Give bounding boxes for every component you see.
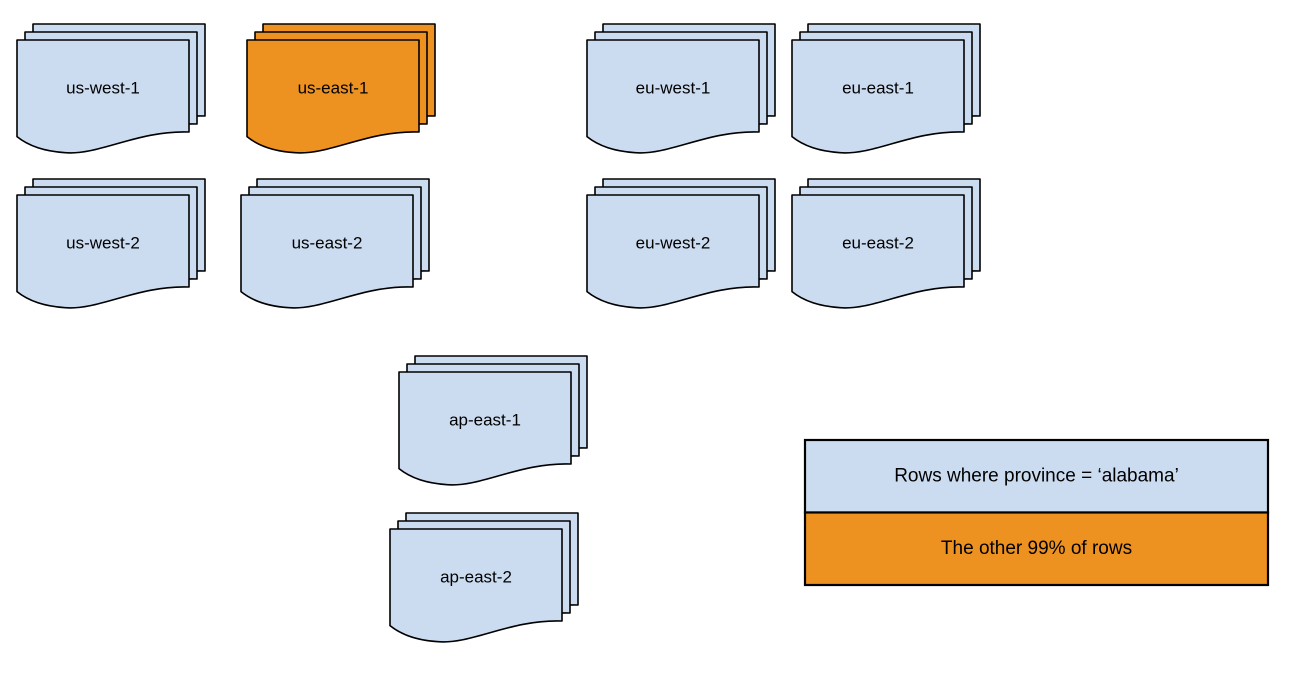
stack-sheet-front — [586, 39, 760, 154]
stack-label-us-west-1: us-west-1 — [66, 78, 140, 97]
stack-label-eu-east-1: eu-east-1 — [842, 78, 914, 97]
stack-sheet-front — [240, 194, 414, 309]
stack-sheet-front — [398, 371, 572, 486]
stack-sheet-front — [16, 194, 190, 309]
stack-sheet-front — [16, 39, 190, 154]
document-stack-us-east-2[interactable]: us-east-2 — [240, 178, 430, 309]
document-stack-us-west-2[interactable]: us-west-2 — [16, 178, 206, 309]
legend-row-orange-label: The other 99% of rows — [941, 538, 1132, 559]
legend-row-blue-label: Rows where province = ‘alabama’ — [894, 465, 1179, 486]
document-stack-ap-east-2[interactable]: ap-east-2 — [389, 512, 579, 643]
document-stack-eu-west-1[interactable]: eu-west-1 — [586, 23, 776, 154]
stack-sheet-front — [791, 39, 965, 154]
document-stack-us-west-1[interactable]: us-west-1 — [16, 23, 206, 154]
stack-label-eu-west-1: eu-west-1 — [636, 78, 711, 97]
document-stack-ap-east-1[interactable]: ap-east-1 — [398, 355, 588, 486]
stacks-layer: us-west-1 us-east-1 eu-west-1 eu-east-1 us-w… — [16, 23, 981, 643]
stack-label-ap-east-1: ap-east-1 — [449, 410, 521, 429]
stack-sheet-front — [791, 194, 965, 309]
stack-label-eu-west-2: eu-west-2 — [636, 233, 711, 252]
legend-swatch-normal — [803, 438, 1270, 514]
document-stack-us-east-1[interactable]: us-east-1 — [246, 23, 436, 154]
stack-label-us-east-1: us-east-1 — [298, 78, 369, 97]
stack-sheet-front — [389, 528, 563, 643]
stack-sheet-front — [246, 39, 420, 154]
stack-label-us-west-2: us-west-2 — [66, 233, 140, 252]
stack-label-us-east-2: us-east-2 — [292, 233, 363, 252]
stack-sheet-front — [586, 194, 760, 309]
document-stack-eu-east-1[interactable]: eu-east-1 — [791, 23, 981, 154]
legend-layer: Rows where province = ‘alabama’ The other… — [803, 438, 1270, 587]
stack-label-eu-east-2: eu-east-2 — [842, 233, 914, 252]
legend-swatch-highlight — [803, 511, 1270, 587]
stack-label-ap-east-2: ap-east-2 — [440, 567, 512, 586]
document-stack-eu-east-2[interactable]: eu-east-2 — [791, 178, 981, 309]
document-stack-eu-west-2[interactable]: eu-west-2 — [586, 178, 776, 309]
